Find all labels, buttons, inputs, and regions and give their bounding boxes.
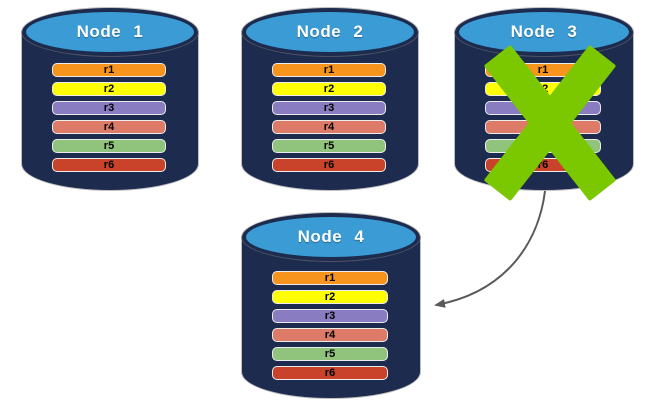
- node-4-replica-rows: r1 r2 r3 r4 r5 r6: [272, 271, 388, 380]
- replica-row-label: r3: [324, 309, 336, 322]
- replica-row-r2: r2: [272, 290, 388, 304]
- node-1-cylinder-top: Node 1: [22, 8, 198, 56]
- replica-row-label: r1: [324, 271, 336, 284]
- node-3-cylinder-top: Node 3: [455, 8, 633, 56]
- replica-row-r1: r1: [272, 63, 386, 77]
- replica-row-r4: r4: [52, 120, 166, 134]
- replica-row-label: r6: [537, 158, 549, 171]
- replica-row-r5: r5: [272, 139, 386, 153]
- replica-row-label: r3: [103, 101, 115, 114]
- replica-row-label: r2: [323, 82, 335, 95]
- replica-row-label: r6: [323, 158, 335, 171]
- replica-row-label: r2: [324, 290, 336, 303]
- replica-row-r4: r4: [485, 120, 601, 134]
- replica-row-r3: r3: [272, 101, 386, 115]
- replica-row-r3: r3: [52, 101, 166, 115]
- replica-row-r1: r1: [52, 63, 166, 77]
- node-2-replica-rows: r1 r2 r3 r4 r5 r6: [272, 63, 386, 172]
- node-2-title: Node 2: [296, 22, 364, 41]
- replica-row-label: r4: [537, 120, 549, 133]
- replica-row-label: r6: [103, 158, 115, 171]
- replica-row-r3: r3: [272, 309, 388, 323]
- replica-row-r5: r5: [485, 139, 601, 153]
- replica-row-label: r1: [103, 63, 115, 76]
- node-3-title: Node 3: [510, 22, 578, 41]
- replica-row-r6: r6: [485, 158, 601, 172]
- node-3-replica-rows: r1 r2 r3 r4 r5 r6: [485, 63, 601, 172]
- replica-row-label: r1: [537, 63, 549, 76]
- node-4-cylinder-top: Node 4: [242, 213, 420, 261]
- replica-row-r2: r2: [485, 82, 601, 96]
- node-1-title: Node 1: [76, 22, 144, 41]
- node-1-replica-rows: r1 r2 r3 r4 r5 r6: [52, 63, 166, 172]
- replica-row-r2: r2: [272, 82, 386, 96]
- node-2: Node 2 r1 r2 r3 r4 r5 r6: [242, 8, 418, 190]
- replica-row-label: r1: [323, 63, 335, 76]
- replica-row-label: r3: [537, 101, 549, 114]
- replica-row-label: r4: [324, 328, 336, 341]
- replica-row-label: r5: [324, 347, 336, 360]
- replica-row-r1: r1: [272, 271, 388, 285]
- node-4: Node 4 r1 r2 r3 r4 r5 r6: [242, 213, 420, 398]
- replica-row-r5: r5: [272, 347, 388, 361]
- replica-row-r1: r1: [485, 63, 601, 77]
- replica-row-label: r4: [323, 120, 335, 133]
- replica-row-label: r5: [537, 139, 549, 152]
- node-3: Node 3 r1 r2 r3 r4 r5 r6: [455, 8, 633, 202]
- replica-row-r5: r5: [52, 139, 166, 153]
- replica-row-r4: r4: [272, 120, 386, 134]
- replica-row-label: r5: [103, 139, 115, 152]
- replica-row-label: r3: [323, 101, 335, 114]
- replica-row-label: r2: [103, 82, 115, 95]
- node-1: Node 1 r1 r2 r3 r4 r5 r6: [22, 8, 198, 190]
- replica-row-label: r4: [103, 120, 115, 133]
- replica-row-r6: r6: [272, 158, 386, 172]
- failover-arrow-path: [434, 190, 546, 308]
- replica-row-r3: r3: [485, 101, 601, 115]
- node-2-cylinder-top: Node 2: [242, 8, 418, 56]
- replica-row-r6: r6: [52, 158, 166, 172]
- replica-row-r6: r6: [272, 366, 388, 380]
- node-4-title: Node 4: [297, 227, 365, 246]
- replica-row-label: r5: [323, 139, 335, 152]
- replica-row-r4: r4: [272, 328, 388, 342]
- replica-row-label: r2: [537, 82, 549, 95]
- replica-row-r2: r2: [52, 82, 166, 96]
- replica-row-label: r6: [324, 366, 336, 379]
